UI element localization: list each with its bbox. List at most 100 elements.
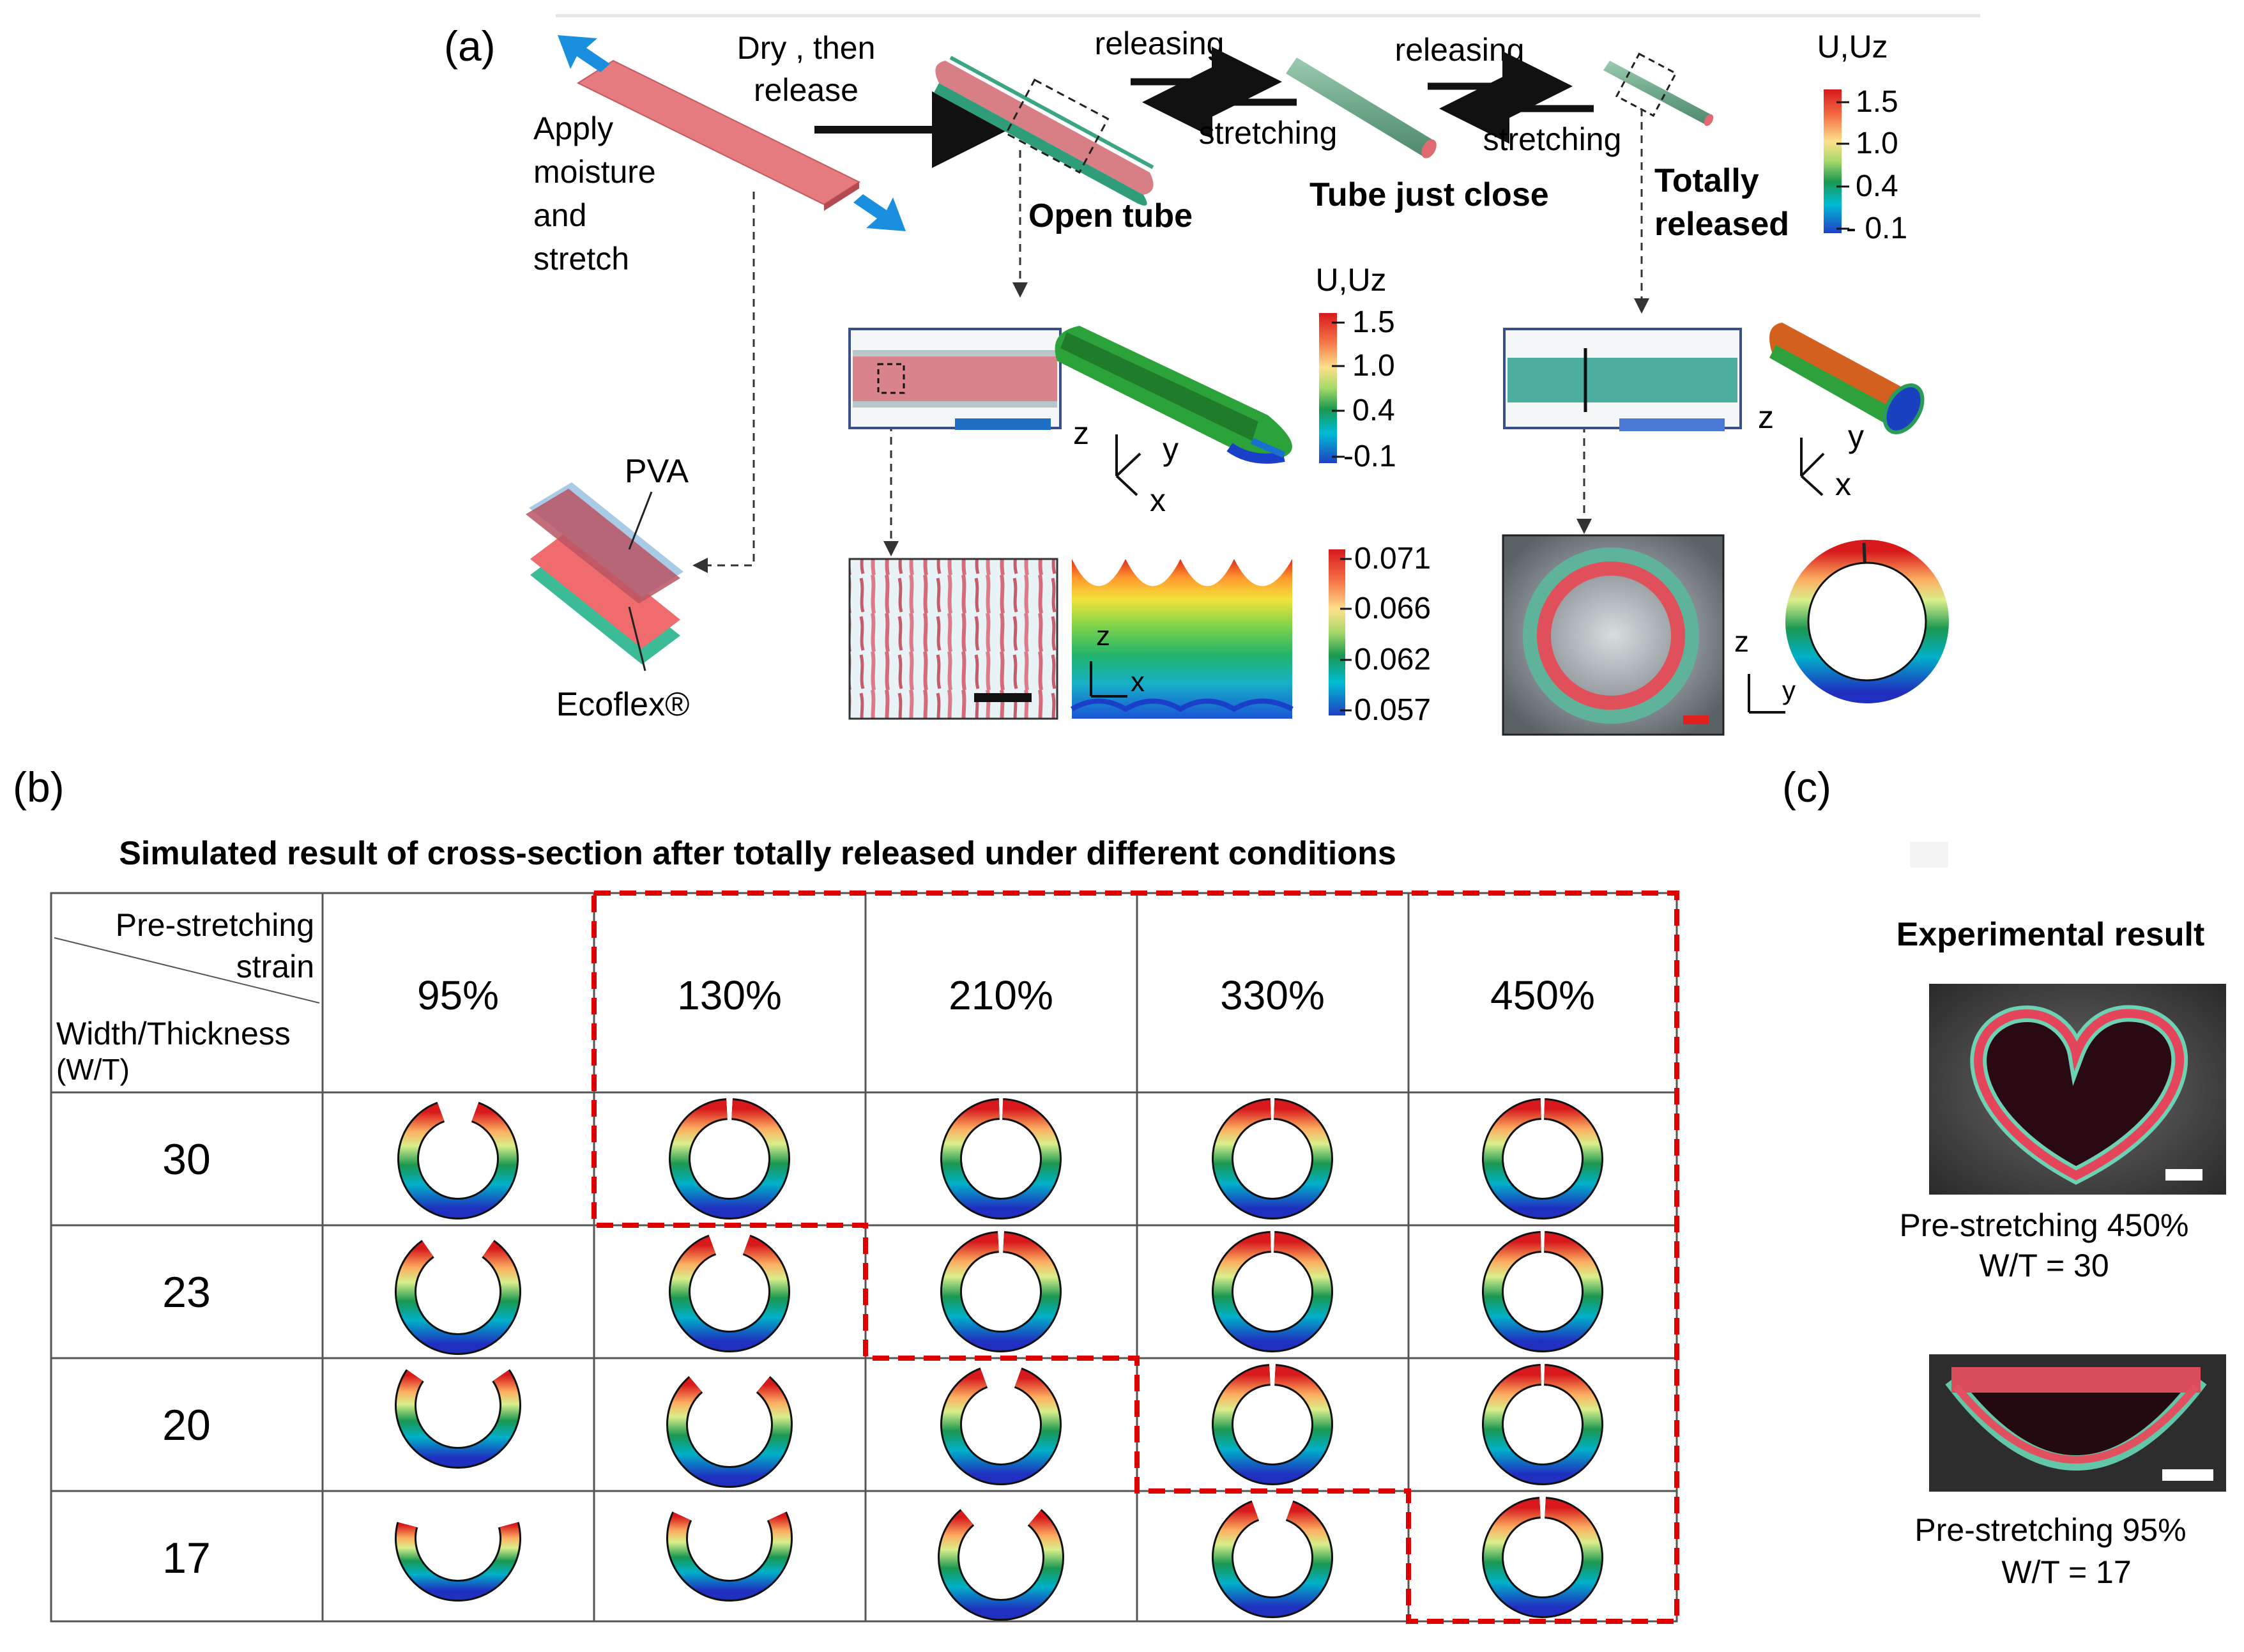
- svg-text:Totally: Totally: [1654, 162, 1759, 199]
- svg-text:(W/T): (W/T): [56, 1053, 130, 1086]
- svg-text:- 0.1: - 0.1: [1846, 211, 1907, 245]
- svg-text:U,Uz: U,Uz: [1817, 29, 1888, 65]
- svg-text:0.062: 0.062: [1354, 643, 1431, 677]
- cross-section-ring: [397, 1370, 519, 1467]
- svg-text:Dry , then: Dry , then: [737, 30, 876, 66]
- axis-x-right: x: [1835, 466, 1851, 502]
- wave-contour: z x: [1070, 559, 1294, 719]
- svg-text:Pre-stretching: Pre-stretching: [116, 907, 314, 943]
- axis-z-mid: z: [1073, 415, 1089, 451]
- axes-mid: [1115, 434, 1141, 496]
- fiber-micrograph: [848, 558, 1058, 720]
- caption-1: Pre-stretching 450% W/T = 30: [1899, 1207, 2188, 1283]
- svg-text:stretch: stretch: [533, 241, 629, 277]
- col-header: 130%: [677, 972, 782, 1018]
- releasing-2: releasing: [1395, 32, 1525, 68]
- scale-bar-black: [974, 693, 1032, 702]
- col-header: 330%: [1220, 972, 1325, 1018]
- scale-bar: [1619, 418, 1725, 431]
- colorbar-top: U,Uz 1.5 1.0 0.4 - 0.1: [1817, 29, 1907, 245]
- cross-section-ring: [397, 1522, 519, 1600]
- heart-photo: [1929, 984, 2226, 1195]
- svg-text:and: and: [533, 197, 586, 233]
- simulation-cells: [395, 1098, 1603, 1621]
- experimental-title: Experimental result: [1897, 916, 2205, 953]
- closed-region-highlight: [592, 891, 1679, 1624]
- colorbar-mid: U,Uz 1.5 1.0 0.4 -0.1: [1315, 262, 1396, 473]
- svg-text:Pre-stretching 450%: Pre-stretching 450%: [1899, 1207, 2188, 1243]
- pva-label: PVA: [625, 453, 689, 490]
- svg-text:z: z: [1096, 620, 1110, 652]
- open-tube-label: Open tube: [1028, 197, 1193, 234]
- svg-text:U,Uz: U,Uz: [1315, 262, 1386, 298]
- cross-section-ring: [942, 1100, 1060, 1218]
- apply-text: Apply moisture and stretch: [533, 111, 656, 277]
- ring-simulation: [1785, 540, 1949, 703]
- svg-text:Width/Thickness: Width/Thickness: [56, 1016, 291, 1052]
- half-tube-photo: [1929, 1354, 2226, 1492]
- open-tube-micrograph: [848, 328, 1062, 430]
- axis-z-bottom: z: [1734, 625, 1749, 658]
- cross-section-ring: [1214, 1100, 1331, 1218]
- svg-text:moisture: moisture: [533, 154, 656, 190]
- dry-release-text: Dry , then release: [737, 30, 876, 108]
- cross-section-ring: [397, 1241, 519, 1353]
- stretch-arrow-icon: [558, 35, 906, 231]
- cross-section-ring: [671, 1236, 788, 1350]
- axis-z-right: z: [1758, 399, 1774, 435]
- svg-text:0.071: 0.071: [1354, 542, 1431, 576]
- svg-text:Pre-stretching 95%: Pre-stretching 95%: [1914, 1512, 2186, 1548]
- scale-bar-white: [2165, 1169, 2202, 1181]
- caption-2: Pre-stretching 95% W/T = 17: [1914, 1512, 2186, 1590]
- panel-label-b: (b): [13, 763, 65, 811]
- colorbar-small: 0.071 0.066 0.062 0.057: [1329, 542, 1431, 727]
- column-headers: 95% 130% 210% 330% 450%: [417, 972, 1595, 1018]
- svg-text:release: release: [754, 72, 859, 108]
- svg-text:released: released: [1654, 206, 1789, 243]
- top-rule: [556, 14, 1980, 17]
- cross-section-ring: [942, 1369, 1060, 1483]
- svg-text:W/T = 17: W/T = 17: [2001, 1554, 2131, 1590]
- axes-right: [1800, 438, 1825, 496]
- col-header: 450%: [1490, 972, 1595, 1018]
- scale-bar-white: [2162, 1469, 2213, 1481]
- svg-text:0.4: 0.4: [1856, 169, 1898, 203]
- faint-mark: [1910, 842, 1948, 868]
- svg-text:Apply: Apply: [533, 111, 613, 146]
- scale-bar-red: [1683, 715, 1709, 724]
- svg-text:1.0: 1.0: [1856, 126, 1898, 160]
- layer-stack: [526, 482, 683, 664]
- result-table-grid: [50, 892, 1678, 1623]
- panel-label-a: (a): [444, 22, 496, 70]
- svg-text:1.5: 1.5: [1856, 85, 1898, 119]
- open-tube-simulation: [1055, 326, 1292, 464]
- row-header: 30: [162, 1135, 211, 1184]
- svg-text:x: x: [1131, 666, 1145, 698]
- table-title: Simulated result of cross-section after …: [119, 835, 1396, 872]
- open-tube: [934, 56, 1154, 206]
- cross-section-ring: [671, 1100, 788, 1218]
- stretching-1: stretching: [1199, 115, 1338, 151]
- cross-section-ring: [940, 1510, 1062, 1619]
- col-header: 210%: [949, 972, 1053, 1018]
- pva-pointer: [628, 491, 653, 550]
- scale-bar: [955, 418, 1051, 430]
- svg-text:strain: strain: [236, 949, 314, 984]
- row-header: 17: [162, 1534, 211, 1582]
- cross-section-ring: [1484, 1100, 1601, 1218]
- released-tube: [1603, 52, 1714, 126]
- axes-zy: [1748, 674, 1785, 714]
- row-header: 20: [162, 1401, 211, 1449]
- cross-section-ring: [1484, 1499, 1601, 1616]
- dashed-connectors: [692, 109, 1649, 573]
- cross-section-photo: [1502, 534, 1725, 736]
- svg-text:0.057: 0.057: [1354, 693, 1431, 727]
- row-header: 23: [162, 1268, 211, 1317]
- closed-tube: [1286, 57, 1437, 158]
- cross-section-ring: [1214, 1366, 1331, 1483]
- axis-x-mid: x: [1150, 482, 1166, 518]
- cross-section-ring: [1214, 1502, 1331, 1616]
- svg-text:1.5: 1.5: [1352, 305, 1395, 339]
- cross-section-ring: [1214, 1233, 1331, 1350]
